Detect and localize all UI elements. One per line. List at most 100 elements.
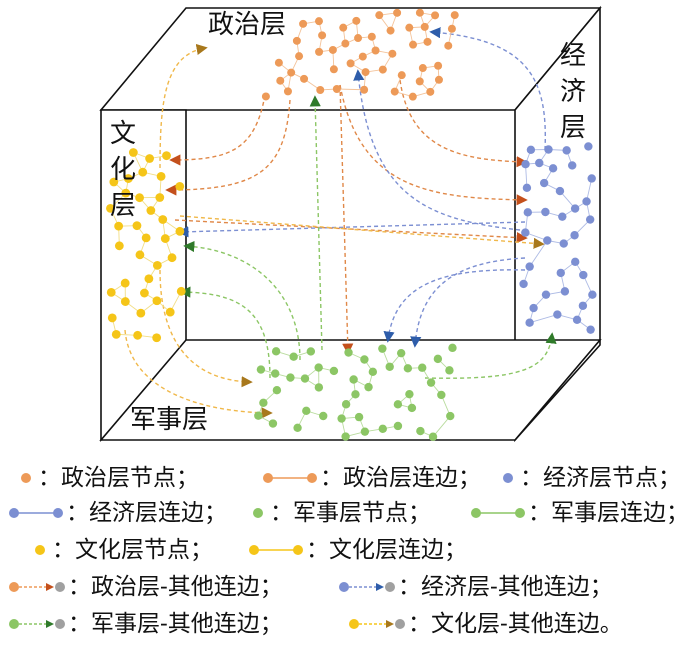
- military-to-culture-edge: [179, 286, 271, 379]
- culture-node: [141, 233, 151, 243]
- economy-node: [558, 212, 567, 221]
- economy-node: [579, 270, 588, 280]
- military-node: [393, 421, 403, 431]
- military-node: [286, 373, 295, 382]
- politics-to-military-edge: [339, 84, 354, 355]
- economy-node: [559, 239, 568, 248]
- military-node: [344, 348, 353, 357]
- military-node: [314, 383, 324, 392]
- military-node: [446, 411, 455, 421]
- interlayer-edge-symbol-icon: [9, 619, 65, 629]
- culture-node: [155, 193, 165, 202]
- politics-node: [434, 75, 443, 84]
- politics-node: [332, 84, 341, 93]
- culture-node: [106, 203, 115, 213]
- culture-node: [132, 221, 142, 231]
- culture-node: [176, 286, 186, 296]
- culture-node: [133, 330, 143, 340]
- politics-node: [339, 23, 348, 32]
- economy-edge: [529, 240, 548, 267]
- economy-node: [571, 257, 580, 267]
- culture-node: [158, 215, 168, 224]
- politics-node: [318, 31, 327, 40]
- economy-node: [584, 142, 593, 151]
- politics-node: [367, 32, 376, 41]
- legend-label: ：经济层-其他连边；: [398, 574, 613, 600]
- politics-to-culture-edge: [169, 94, 266, 166]
- culture-node: [152, 260, 162, 270]
- military-node: [319, 411, 328, 421]
- culture-node: [114, 241, 124, 251]
- military-node: [351, 390, 360, 399]
- military-network: [254, 343, 457, 441]
- interlayer-edge-symbol-icon: [349, 619, 405, 629]
- economy-node: [535, 158, 544, 168]
- military-node: [271, 347, 281, 356]
- politics-node: [405, 23, 414, 32]
- politics-node: [415, 8, 424, 17]
- military-to-politics-edge: [309, 95, 323, 351]
- culture-node: [140, 288, 149, 298]
- economy-to-politics-edge: [353, 69, 521, 231]
- military-edge: [432, 415, 451, 438]
- military-node: [448, 343, 457, 353]
- legend-label: ：军事层-其他连边；: [68, 611, 283, 637]
- politics-node: [409, 40, 418, 49]
- economy-node: [582, 197, 591, 206]
- military-node: [289, 352, 298, 361]
- military-node: [341, 400, 351, 409]
- culture-node: [135, 193, 144, 203]
- military-node: [364, 382, 373, 392]
- culture-node: [144, 274, 154, 284]
- politics-node: [386, 26, 395, 35]
- economy-node: [543, 236, 552, 245]
- culture-layer-label-2: 化: [110, 155, 136, 185]
- legend: ：政治层节点；：政治层连边；：经济层节点；：经济层连边；：军事层节点；：军事层连…: [0, 458, 700, 645]
- politics-node: [314, 17, 323, 26]
- politics-node: [300, 74, 309, 83]
- economy-node: [522, 183, 532, 193]
- politics-node: [426, 87, 435, 96]
- military-node: [259, 398, 268, 408]
- economy-to-military-edge: [383, 269, 526, 343]
- politics-node: [276, 76, 285, 85]
- politics-layer-label: 政治层: [208, 10, 286, 40]
- culture-node: [165, 307, 175, 317]
- culture-node: [120, 297, 130, 306]
- military-node: [354, 412, 364, 422]
- politics-node: [447, 24, 456, 33]
- culture-node: [162, 151, 171, 161]
- culture-network: [106, 148, 186, 343]
- economy-node: [572, 315, 582, 325]
- politics-node: [341, 39, 350, 48]
- politics-node: [329, 65, 338, 74]
- culture-node: [114, 221, 124, 231]
- military-node: [378, 424, 387, 434]
- politics-node: [371, 46, 380, 55]
- economy-node: [541, 207, 550, 217]
- legend-label: ：政治层节点；: [38, 465, 199, 491]
- military-node: [360, 355, 369, 364]
- culture-node: [145, 154, 154, 163]
- culture-node: [135, 250, 145, 260]
- economy-node: [529, 303, 538, 313]
- military-node: [385, 362, 394, 371]
- military-node: [268, 419, 278, 428]
- legend-label: ：经济层节点；: [520, 465, 681, 491]
- military-node: [337, 414, 346, 423]
- edge-symbol-icon: [263, 473, 317, 483]
- economy-layer-label-3: 层: [560, 113, 586, 143]
- politics-node: [423, 37, 432, 46]
- politics-node: [420, 22, 429, 31]
- culture-node: [167, 253, 177, 263]
- politics-node: [444, 41, 453, 50]
- interlayer-edge-symbol-icon: [339, 582, 395, 592]
- economy-node: [544, 145, 553, 154]
- culture-node: [152, 333, 162, 343]
- economy-node: [568, 161, 577, 170]
- politics-node: [431, 11, 440, 20]
- military-node: [272, 385, 282, 395]
- edge-symbol-icon: [9, 508, 63, 518]
- economy-node: [526, 145, 536, 155]
- culture-node: [138, 167, 148, 177]
